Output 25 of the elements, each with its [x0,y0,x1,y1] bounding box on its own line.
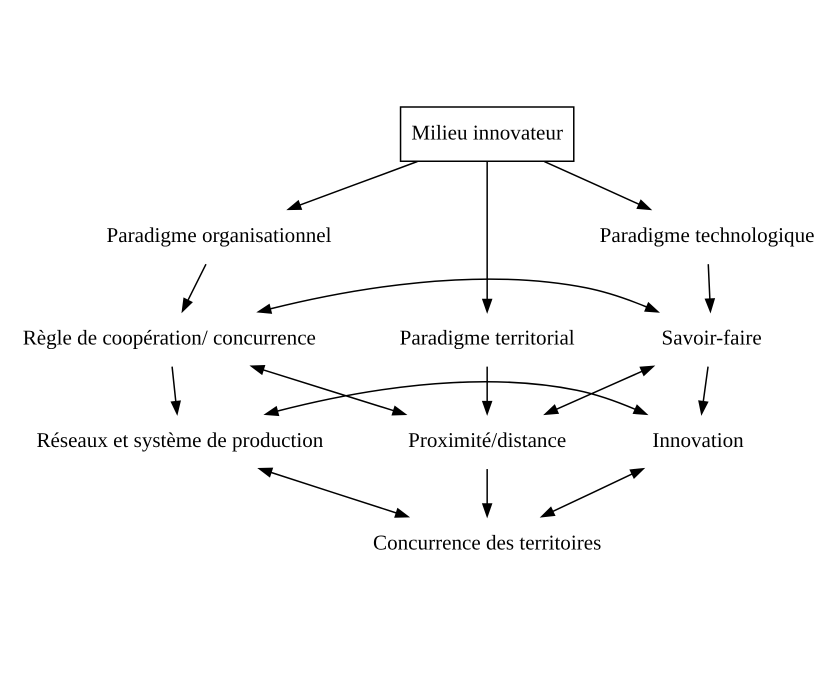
arrow [482,366,492,416]
node-text: Paradigme territorial [400,326,575,350]
node-text: Proximité/distance [408,428,566,452]
node-text: Paradigme organisationnel [106,223,332,248]
node-text: Concurrence des territoires [373,530,602,554]
arrow [544,160,652,210]
node-text: Savoir-faire [661,326,762,350]
arrow [482,162,492,314]
arrow [181,264,207,314]
arrow [256,278,660,314]
arrow [263,381,648,416]
arrow [704,264,716,314]
node-text: Réseaux et système de production [36,428,324,452]
node-text: Paradigme technologique [600,223,814,248]
node-text: Innovation [652,428,744,452]
arrow [543,365,656,416]
arrow [482,469,492,518]
arrow [170,366,181,416]
arrow [698,366,709,416]
arrow [540,468,646,518]
arrow [249,365,408,416]
node-box: Milieu innovateur [400,106,575,162]
arrow [257,468,410,518]
arrow [286,160,418,210]
node-text: Règle de coopération/ concurrence [22,326,316,350]
